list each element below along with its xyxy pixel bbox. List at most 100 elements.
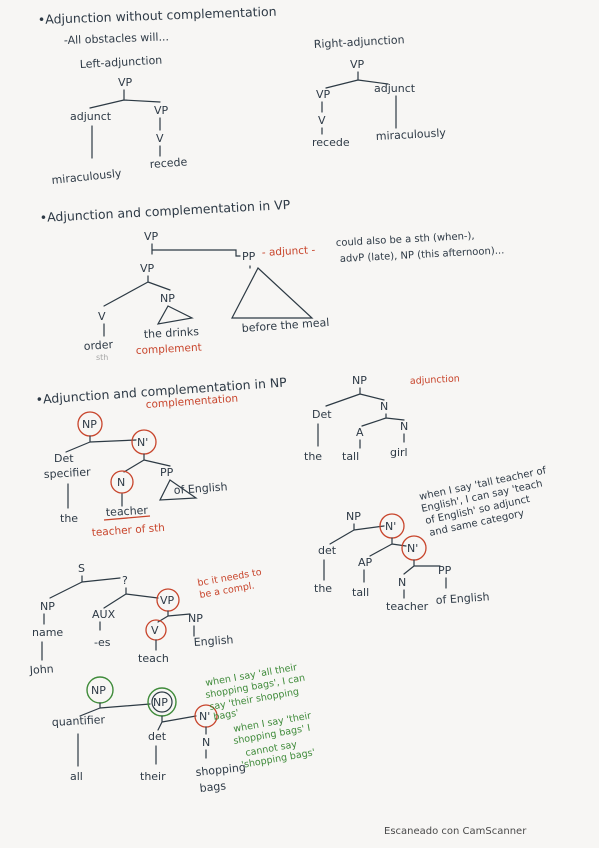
branch [103,587,159,609]
branch [103,275,171,307]
node-n-b: N [380,400,388,413]
word-sth-faint: sth [96,353,108,362]
branch [323,559,441,583]
branch [151,243,241,257]
section-sentence-tree: S ? VP NP AUX V NP name -es John teach E… [28,562,262,677]
node-np-inner: NP [153,696,168,709]
word-the-c: the [314,582,332,595]
branch [317,413,405,447]
section-adjunction-and-complementation-vp: •Adjunction and complementation in VP VP… [39,197,504,362]
word-recede-right: recede [312,136,350,149]
word-miraculously-left: miraculously [51,167,123,187]
complement-label: complement [136,342,202,357]
node-np-c: NP [346,510,361,523]
circle-n [110,470,134,494]
node-a-b: A [356,426,364,439]
node-q: ? [122,574,128,587]
word-their: their [140,770,166,783]
node-vp-low-left: VP [154,104,169,117]
pp-triangle [231,265,314,319]
node-adjunct-left: adjunct [70,110,112,123]
branch [157,715,197,731]
branch [325,71,389,89]
branch [89,89,161,109]
word-es: -es [94,636,111,649]
node-aux: AUX [92,608,116,621]
circle-np-inner-2 [151,691,173,713]
node-n: N [202,736,210,749]
branch [77,726,207,767]
node-vp-mid: VP [140,262,155,275]
node-np: NP [160,292,175,305]
right-adjunction-label: Right-adjunction [313,33,404,51]
node-np-outer: NP [91,684,106,697]
specifier-label: specifier [43,466,91,481]
scanner-footer: Escaneado con CamScanner [384,826,527,837]
node-nbar-c2: N' [407,542,418,555]
node-vp-top-right: VP [350,58,365,71]
note-5a-line4: bags' [213,708,240,723]
branch [65,435,137,453]
node-n-b2: N [400,420,408,433]
word-miraculously-right: miraculously [375,126,446,143]
pp-note-line1: could also be a sth (when-), [336,231,475,249]
node-n-c: N [398,576,406,589]
word-recede-left: recede [149,155,188,171]
node-pp-a: PP [160,466,174,479]
word-shopping: shopping [195,761,247,779]
word-the-a: the [60,512,78,525]
teacher-of-sth-label: teacher of sth [91,522,165,539]
word-of-english-a: of English [173,480,228,497]
node-vp-low-right: VP [316,88,331,101]
word-order: order [83,338,114,353]
node-pp-c: PP [438,564,452,577]
node-pp: PP [242,250,256,263]
word-before-the-meal: before the meal [241,316,329,335]
node-np-b: NP [352,374,367,387]
branch [369,537,407,557]
node-nbar-a: N' [137,436,148,449]
pp-adjunct-note: - adjunct - [262,244,316,259]
node-np-a: NP [82,418,97,431]
branch [359,433,405,449]
node-np: NP [40,600,55,613]
branch [329,523,385,545]
node-ap-c: AP [358,556,373,569]
node-det-c: det [318,544,337,557]
node-v: V [151,624,159,637]
branch [79,702,151,717]
branch [91,117,161,159]
branch [41,625,195,661]
pp-note-line2: advP (late), NP (this afternoon)... [340,245,505,265]
adjunction-label: adjunction [410,373,460,387]
branch [403,577,447,599]
branch [103,305,194,337]
node-v-left: V [156,132,164,145]
word-teach: teach [138,652,169,665]
node-vp-top-left: VP [118,76,133,89]
node-nbar: N' [199,710,210,723]
branch [43,610,191,631]
branch [49,575,121,599]
example-1: -All obstacles will... [64,30,170,47]
node-vp-top: VP [144,230,159,243]
word-the-drinks: the drinks [143,325,199,341]
word-teacher-c: teacher [386,600,429,613]
word-john: John [28,662,54,677]
node-det-a: Det [54,452,74,465]
node-s: S [78,562,85,575]
heading-2: •Adjunction and complementation in VP [39,197,291,225]
word-the-b: the [304,450,322,463]
node-np2: NP [188,612,203,625]
node-adjunct-right: adjunct [374,82,416,95]
node-quantifier: quantifier [51,713,105,729]
node-nbar-c1: N' [385,520,396,533]
word-girl: girl [390,446,408,459]
section-quantifier-tree: NP NP quantifier N' det N all their shop… [51,662,316,795]
word-tall-b: tall [342,450,359,463]
section-adjunction-without-complementation: •Adjunction without complementation -All… [38,4,447,187]
node-n-a: N [117,476,125,489]
word-of-english-c: of English [435,590,490,607]
